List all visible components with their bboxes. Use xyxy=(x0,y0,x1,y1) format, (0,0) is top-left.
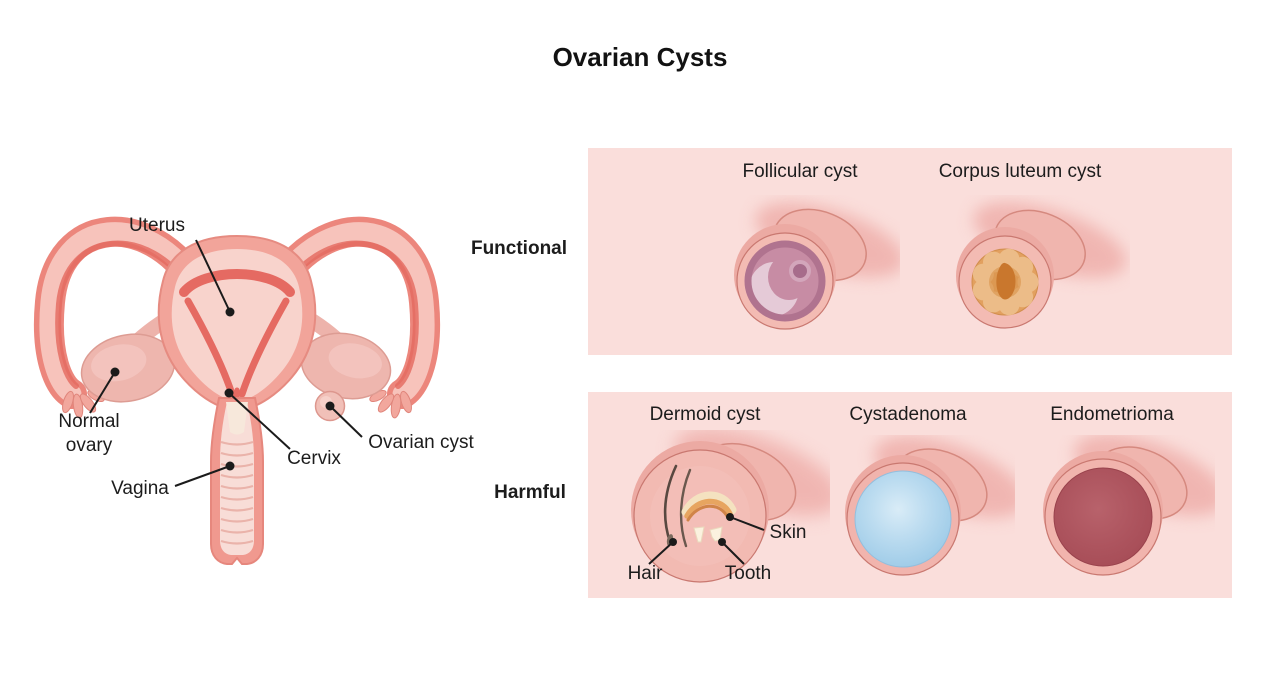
uterus-body xyxy=(157,234,317,413)
ovary-right xyxy=(300,332,392,400)
cystadenoma-label: Cystadenoma xyxy=(849,404,967,425)
corpus-luteum-cyst-label: Corpus luteum cyst xyxy=(938,161,1102,182)
skin-label: Skin xyxy=(769,522,807,543)
dermoid-cyst-label: Dermoid cyst xyxy=(649,404,761,425)
ovarian-cyst-label: Ovarian cyst xyxy=(368,432,474,453)
dermoid-tooth-detail xyxy=(693,526,723,543)
functional-panel xyxy=(588,148,1232,355)
functional-category-label: Functional xyxy=(470,238,568,259)
fallopian-tube-right xyxy=(264,216,441,419)
anatomy-leader-lines xyxy=(89,239,363,487)
dermoid-hair-detail xyxy=(663,464,692,548)
endometrioma-label: Endometrioma xyxy=(1050,404,1174,425)
dermoid-skin-detail xyxy=(681,491,737,522)
fimbriae-right xyxy=(369,389,412,419)
harmful-panel xyxy=(588,392,1232,598)
follicular-cyst-label: Follicular cyst xyxy=(742,161,858,182)
dermoid-leader-dots xyxy=(669,513,734,546)
harmful-category-label: Harmful xyxy=(494,482,566,503)
vagina-label: Vagina xyxy=(111,478,169,499)
corpus-luteum-cyst-illustration xyxy=(956,202,1127,329)
oocyte-detail xyxy=(789,260,811,282)
vagina-canal xyxy=(210,397,264,565)
follicular-cyst-illustration xyxy=(734,202,900,330)
uterus-label: Uterus xyxy=(129,215,185,236)
uterus-anatomy-diagram xyxy=(33,216,441,565)
page-title: Ovarian Cysts xyxy=(552,42,728,72)
tooth-label: Tooth xyxy=(724,563,772,584)
dermoid-leader-lines xyxy=(648,516,765,565)
endometrioma-illustration xyxy=(1043,435,1215,576)
dermoid-cyst-illustration xyxy=(631,430,830,583)
cervix-label: Cervix xyxy=(287,448,341,469)
normal-ovary-label: Normal ovary xyxy=(58,411,120,456)
hair-label: Hair xyxy=(627,563,663,584)
fallopian-tube-left xyxy=(33,216,210,419)
cystadenoma-illustration xyxy=(845,436,1015,576)
anatomy-leader-dots xyxy=(110,307,335,471)
